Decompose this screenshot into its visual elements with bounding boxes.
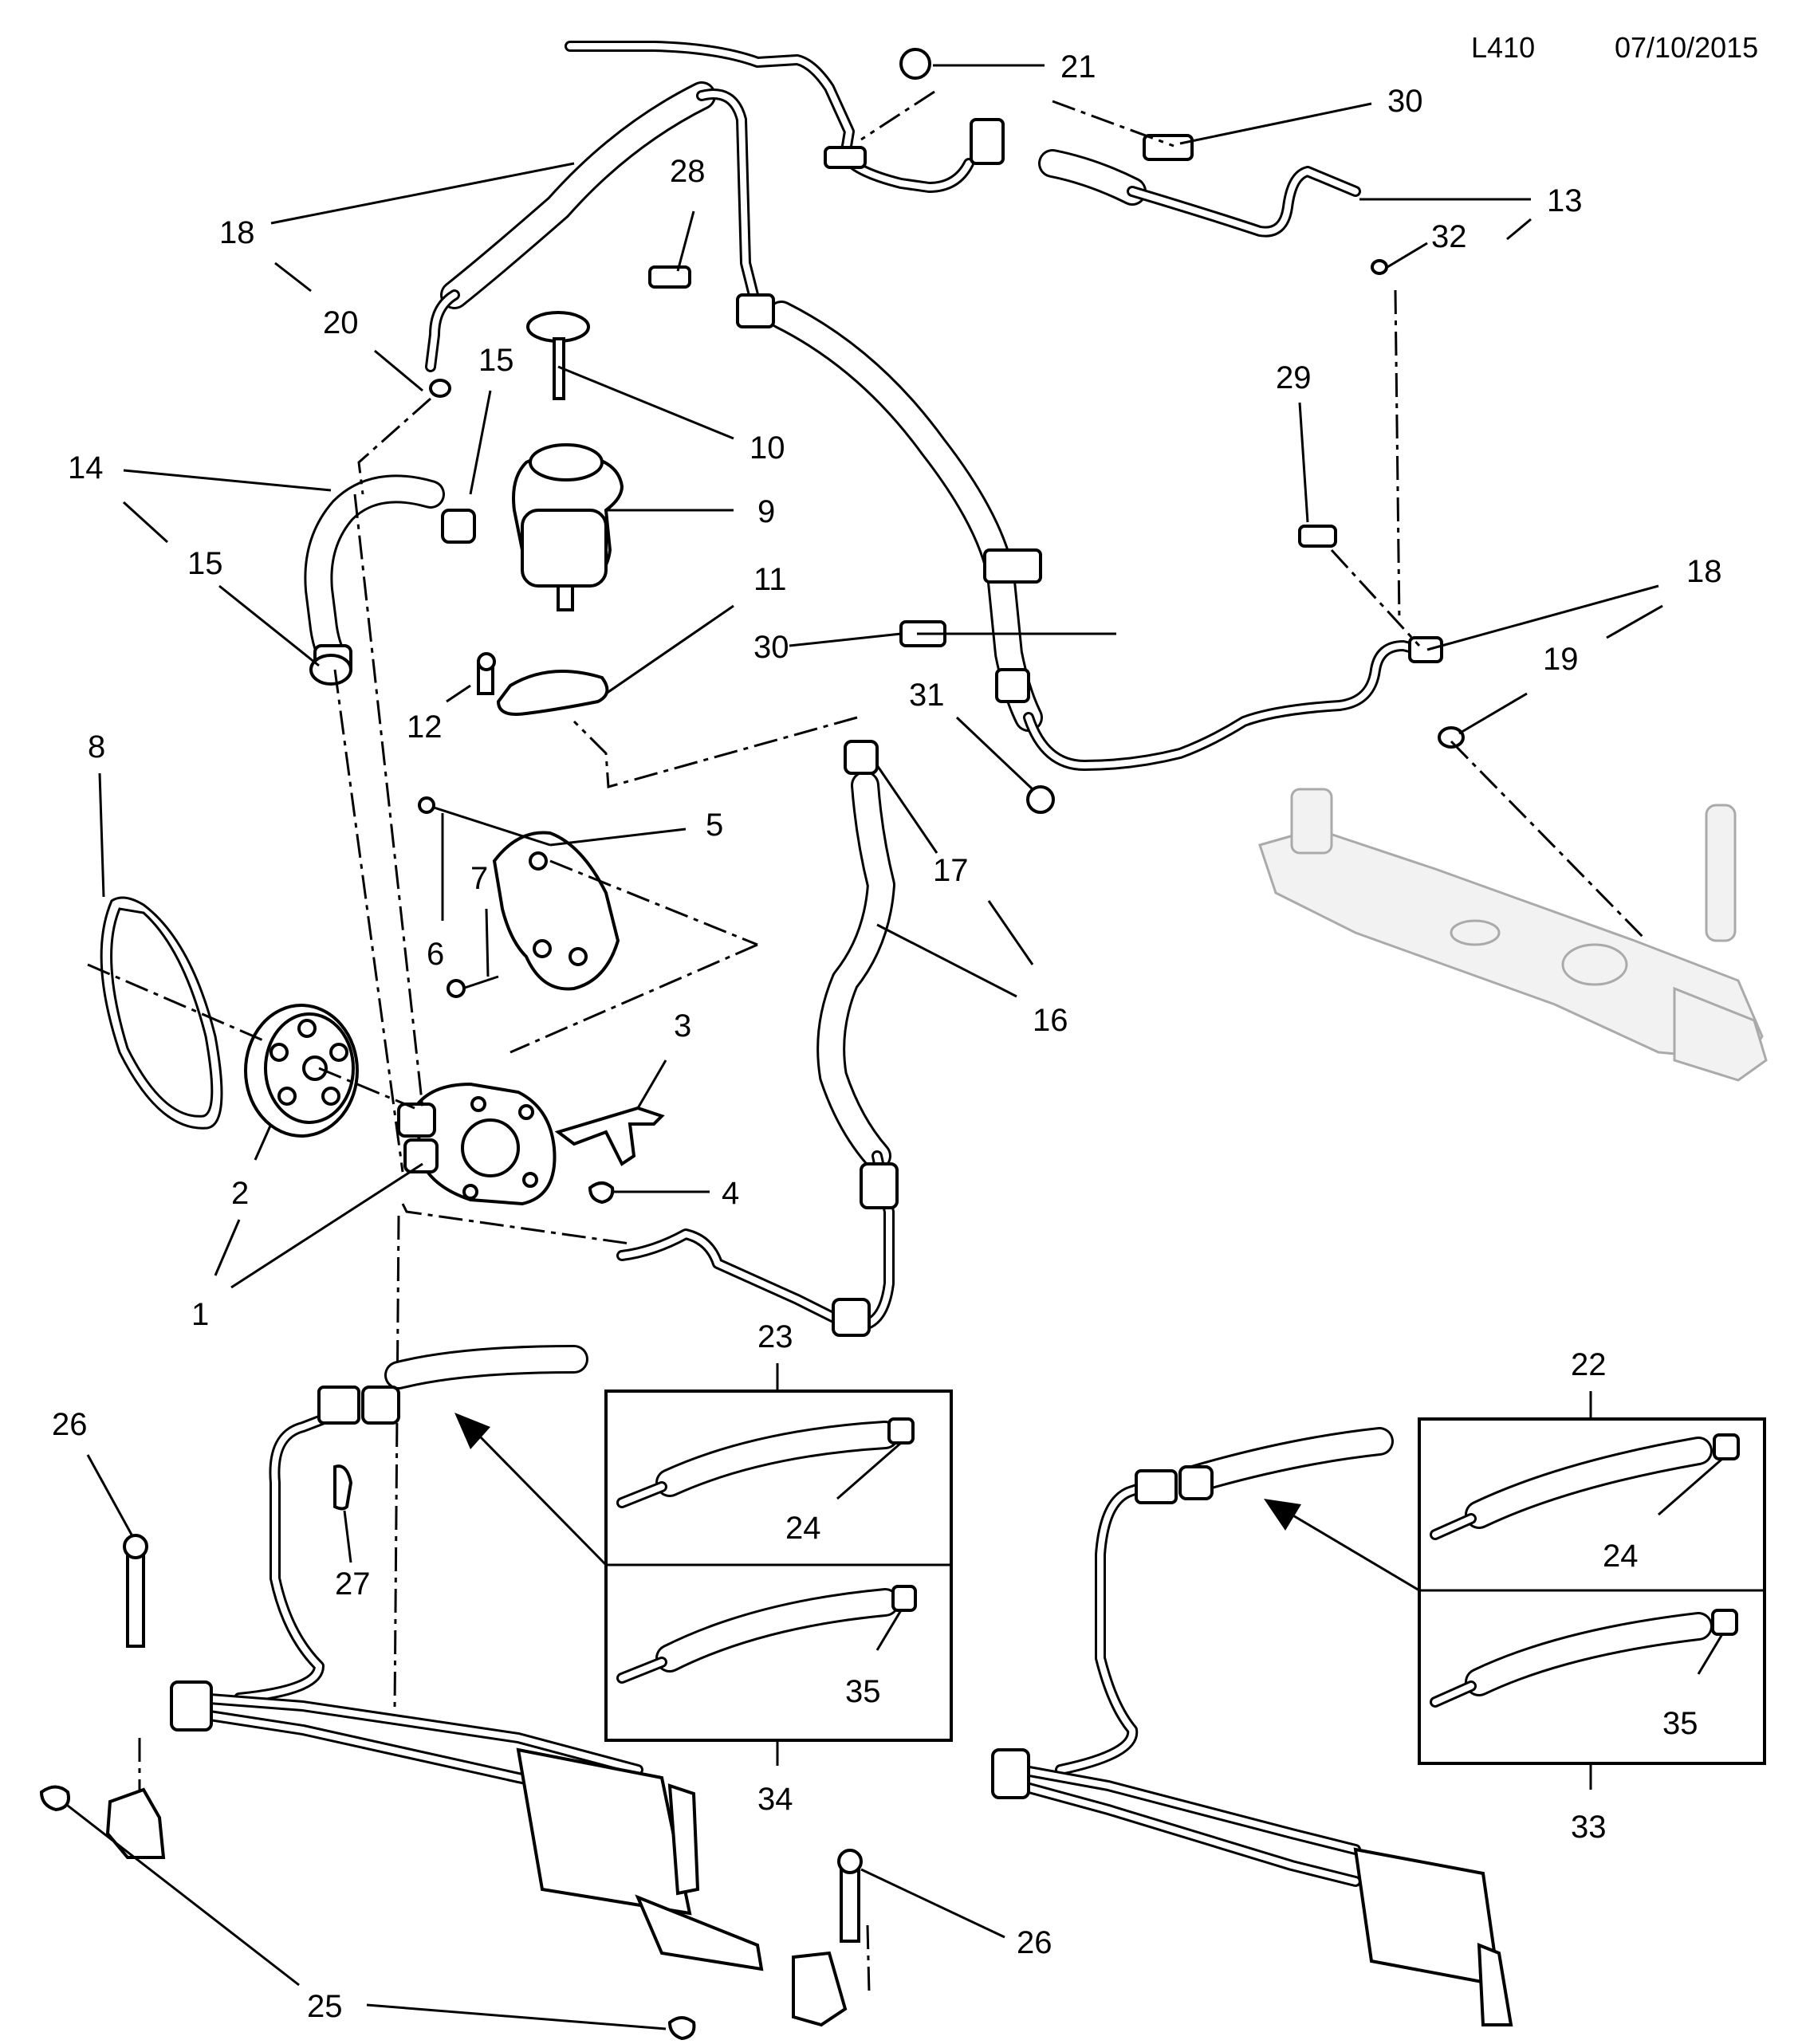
callout-13: 13 — [1547, 183, 1583, 218]
callout-9: 9 — [757, 494, 775, 529]
cooler-assembly-left — [39, 1345, 863, 2041]
callout-35-right: 35 — [1662, 1706, 1698, 1741]
callout-34: 34 — [757, 1782, 793, 1817]
callout-27: 27 — [335, 1566, 371, 1602]
callout-35-left: 35 — [845, 1674, 881, 1709]
power-steering-pump — [397, 1082, 557, 1206]
callout-15-left: 15 — [187, 546, 223, 581]
pump-brace-3-4 — [554, 1106, 665, 1205]
callout-22: 22 — [1571, 1347, 1607, 1382]
callout-2: 2 — [231, 1176, 249, 1211]
detail-arrows — [454, 1413, 1420, 1592]
callout-5: 5 — [706, 808, 723, 843]
drive-belt — [100, 896, 223, 1130]
callout-29: 29 — [1276, 360, 1312, 395]
callout-31: 31 — [909, 678, 945, 713]
callout-28: 28 — [670, 154, 706, 189]
callout-24-left: 24 — [785, 1511, 821, 1546]
callouts: 21 30 13 32 28 18 20 15 10 9 11 12 14 15… — [52, 49, 1724, 2030]
pump-pulley — [244, 1004, 359, 1138]
diagram-date: 07/10/2015 — [1615, 31, 1758, 64]
callout-20: 20 — [323, 305, 359, 340]
callout-25: 25 — [307, 1989, 343, 2024]
callout-3: 3 — [674, 1008, 691, 1044]
hose-18-upper — [425, 81, 759, 372]
callout-23: 23 — [757, 1319, 793, 1354]
steering-rack — [1258, 788, 1768, 1082]
callout-8: 8 — [88, 729, 105, 765]
callout-1: 1 — [191, 1297, 209, 1332]
callout-6: 6 — [427, 937, 444, 972]
return-hose-16 — [616, 740, 899, 1337]
detail-box-right — [1418, 1417, 1766, 1765]
callout-4: 4 — [722, 1176, 739, 1211]
upper-pressure-pipe — [565, 41, 1361, 238]
callout-11: 11 — [753, 562, 787, 597]
callout-10: 10 — [750, 430, 785, 466]
callout-18-top: 18 — [219, 215, 255, 250]
callout-14: 14 — [68, 450, 104, 485]
callout-26-right: 26 — [1017, 1925, 1052, 1960]
pump-bracket — [492, 831, 620, 991]
reservoir-assembly — [477, 311, 624, 716]
callout-16: 16 — [1033, 1003, 1068, 1038]
diagram-code: L410 — [1471, 31, 1535, 64]
callout-15-top: 15 — [478, 343, 514, 378]
callout-32: 32 — [1431, 219, 1467, 254]
callout-12: 12 — [407, 710, 443, 745]
callout-7: 7 — [470, 861, 488, 896]
callout-19: 19 — [1543, 642, 1579, 677]
cooler-assembly-right — [991, 1427, 1513, 2026]
callout-30-mid: 30 — [753, 630, 789, 665]
callout-26-left: 26 — [52, 1407, 88, 1442]
callout-24-right: 24 — [1603, 1539, 1639, 1574]
hose-14 — [304, 474, 476, 676]
callout-17: 17 — [933, 853, 969, 888]
callout-21: 21 — [1060, 49, 1096, 85]
assembly-dashed-lines — [87, 90, 1648, 1994]
bolts-5-6-7 — [418, 796, 551, 998]
callout-30-top: 30 — [1387, 84, 1423, 119]
callout-33: 33 — [1571, 1810, 1607, 1845]
pressure-hose-center — [736, 293, 1425, 771]
callout-18-right: 18 — [1686, 554, 1722, 589]
